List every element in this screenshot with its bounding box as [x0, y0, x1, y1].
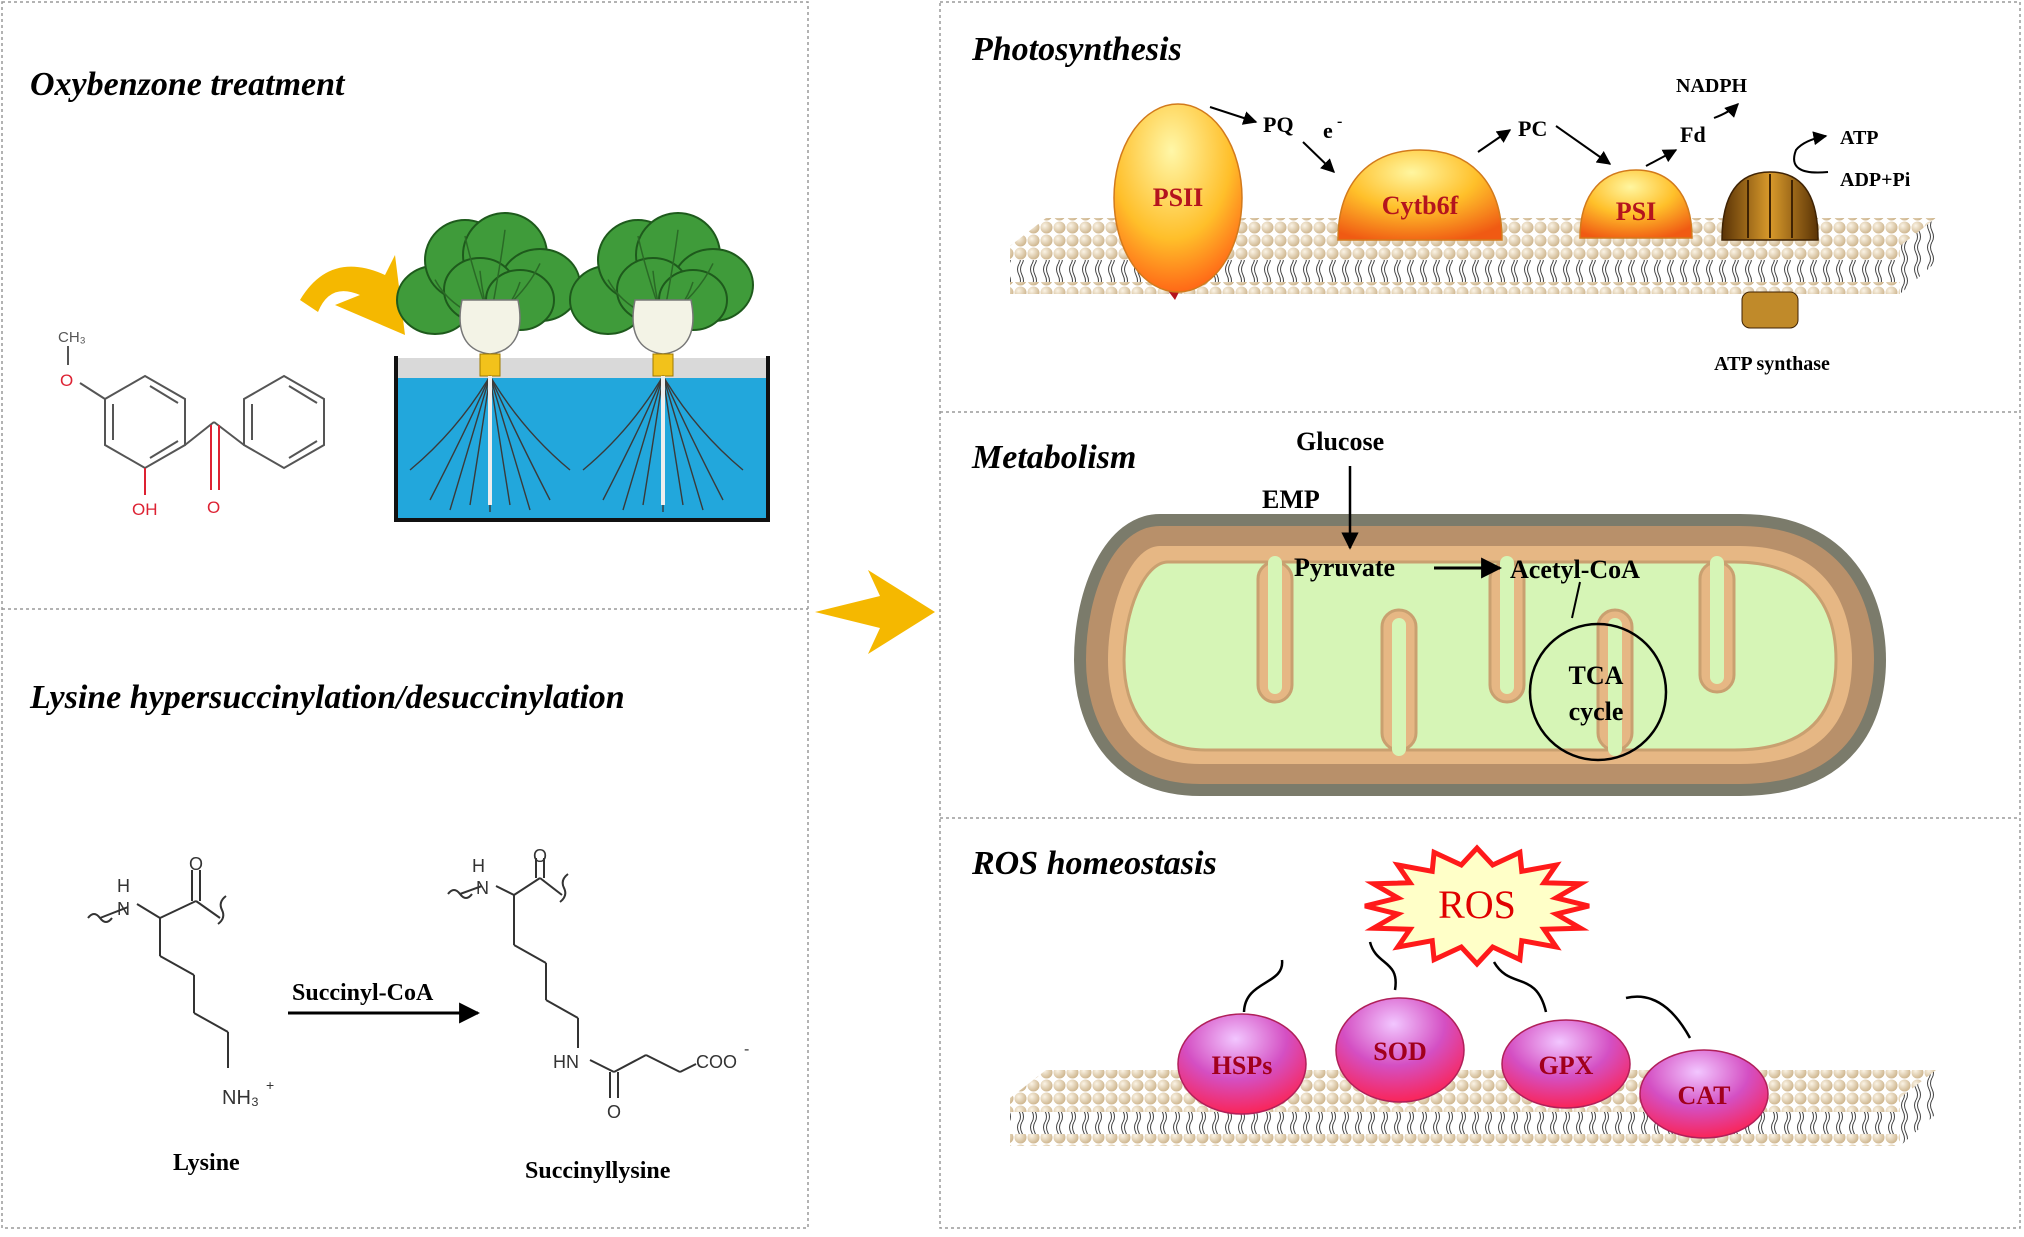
metabolism-title: Metabolism — [971, 439, 1136, 476]
plant-right — [569, 212, 754, 512]
curved-yellow-arrow — [300, 255, 405, 335]
succ-atom-h: H — [472, 856, 485, 876]
transition-arrow — [815, 570, 935, 654]
cell-membrane — [1010, 1070, 1936, 1146]
carrier-pc: PC — [1518, 116, 1547, 141]
carrier-fd: Fd — [1680, 122, 1706, 147]
metabolite-acetyl-coa: Acetyl-CoA — [1510, 555, 1640, 584]
succinyllysine-structure — [447, 858, 697, 1098]
succ-atom-minus: - — [744, 1041, 749, 1058]
succ-atom-coo: COO — [696, 1052, 737, 1072]
lysine-atom-h: H — [117, 876, 130, 896]
succ-atom-hn: HN — [553, 1052, 579, 1072]
metabolism-arrows — [1341, 466, 1668, 762]
reagent-label: Succinyl-CoA — [292, 980, 434, 1006]
psii-label: PSII — [1153, 183, 1204, 212]
electron-flow-arrows — [1209, 103, 1829, 174]
enzyme-cat: CAT — [1639, 1049, 1769, 1139]
metabolite-glucose: Glucose — [1296, 427, 1384, 456]
carrier-electron-sup: - — [1337, 113, 1342, 130]
lysine-atom-plus: + — [266, 1077, 274, 1093]
lysine-atom-nh3: NH₃ — [222, 1087, 259, 1109]
cytb6f-complex: Cytb6f — [1337, 149, 1503, 241]
atp-synthase — [1721, 171, 1819, 329]
carrier-atp: ATP — [1840, 127, 1879, 149]
oxybenzone-structure — [67, 346, 325, 495]
cat-label: CAT — [1678, 1081, 1731, 1110]
photosynthesis-title: Photosynthesis — [971, 31, 1182, 68]
treatment-title: Oxybenzone treatment — [30, 66, 346, 103]
mitochondrion — [1073, 514, 1887, 796]
succ-atom-o2: O — [607, 1102, 621, 1122]
lysine-atom-o: O — [189, 854, 203, 874]
atom-carbonyl-o: O — [207, 498, 220, 517]
tca-cycle-circle — [1528, 622, 1668, 762]
ros-squiggles — [1242, 941, 1692, 1039]
tca-label-line2: cycle — [1569, 697, 1624, 726]
carrier-electron: e — [1323, 118, 1333, 143]
atp-synthase-label: ATP synthase — [1714, 353, 1830, 375]
metabolite-pyruvate: Pyruvate — [1294, 553, 1395, 582]
carrier-nadph: NADPH — [1676, 75, 1748, 97]
carrier-adp: ADP+Pi — [1840, 169, 1911, 191]
sod-label: SOD — [1373, 1037, 1426, 1066]
succinylation-title: Lysine hypersuccinylation/desuccinylatio… — [29, 679, 625, 716]
lysine-structure — [87, 870, 229, 1068]
gpx-label: GPX — [1539, 1051, 1594, 1080]
enzyme-hsps: HSPs — [1177, 1013, 1307, 1115]
psi-label: PSI — [1616, 197, 1656, 226]
plant-left — [396, 212, 581, 512]
tca-label-line1: TCA — [1569, 661, 1624, 690]
ros-title: ROS homeostasis — [971, 845, 1217, 882]
psii-complex: PSII — [1113, 103, 1243, 300]
carrier-pq: PQ — [1263, 112, 1294, 137]
lysine-atom-n: N — [117, 899, 130, 919]
psi-complex: PSI — [1579, 169, 1693, 239]
cytb6f-label: Cytb6f — [1382, 191, 1459, 220]
enzyme-gpx: GPX — [1501, 1019, 1631, 1109]
hsps-label: HSPs — [1212, 1051, 1273, 1080]
hydroponic-tank — [394, 356, 770, 522]
atom-oh: OH — [132, 500, 158, 519]
succ-atom-o: O — [533, 846, 547, 866]
ros-label: ROS — [1438, 882, 1516, 927]
atom-o-methoxy: O — [60, 371, 73, 390]
ros-burst: ROS — [1364, 844, 1590, 968]
succinyllysine-label: Succinyllysine — [525, 1158, 671, 1184]
enzyme-sod: SOD — [1335, 997, 1465, 1103]
succ-atom-n: N — [476, 878, 489, 898]
lysine-label: Lysine — [173, 1150, 240, 1176]
pathway-emp: EMP — [1262, 485, 1320, 514]
atom-ch3: CH₃ — [58, 329, 86, 346]
